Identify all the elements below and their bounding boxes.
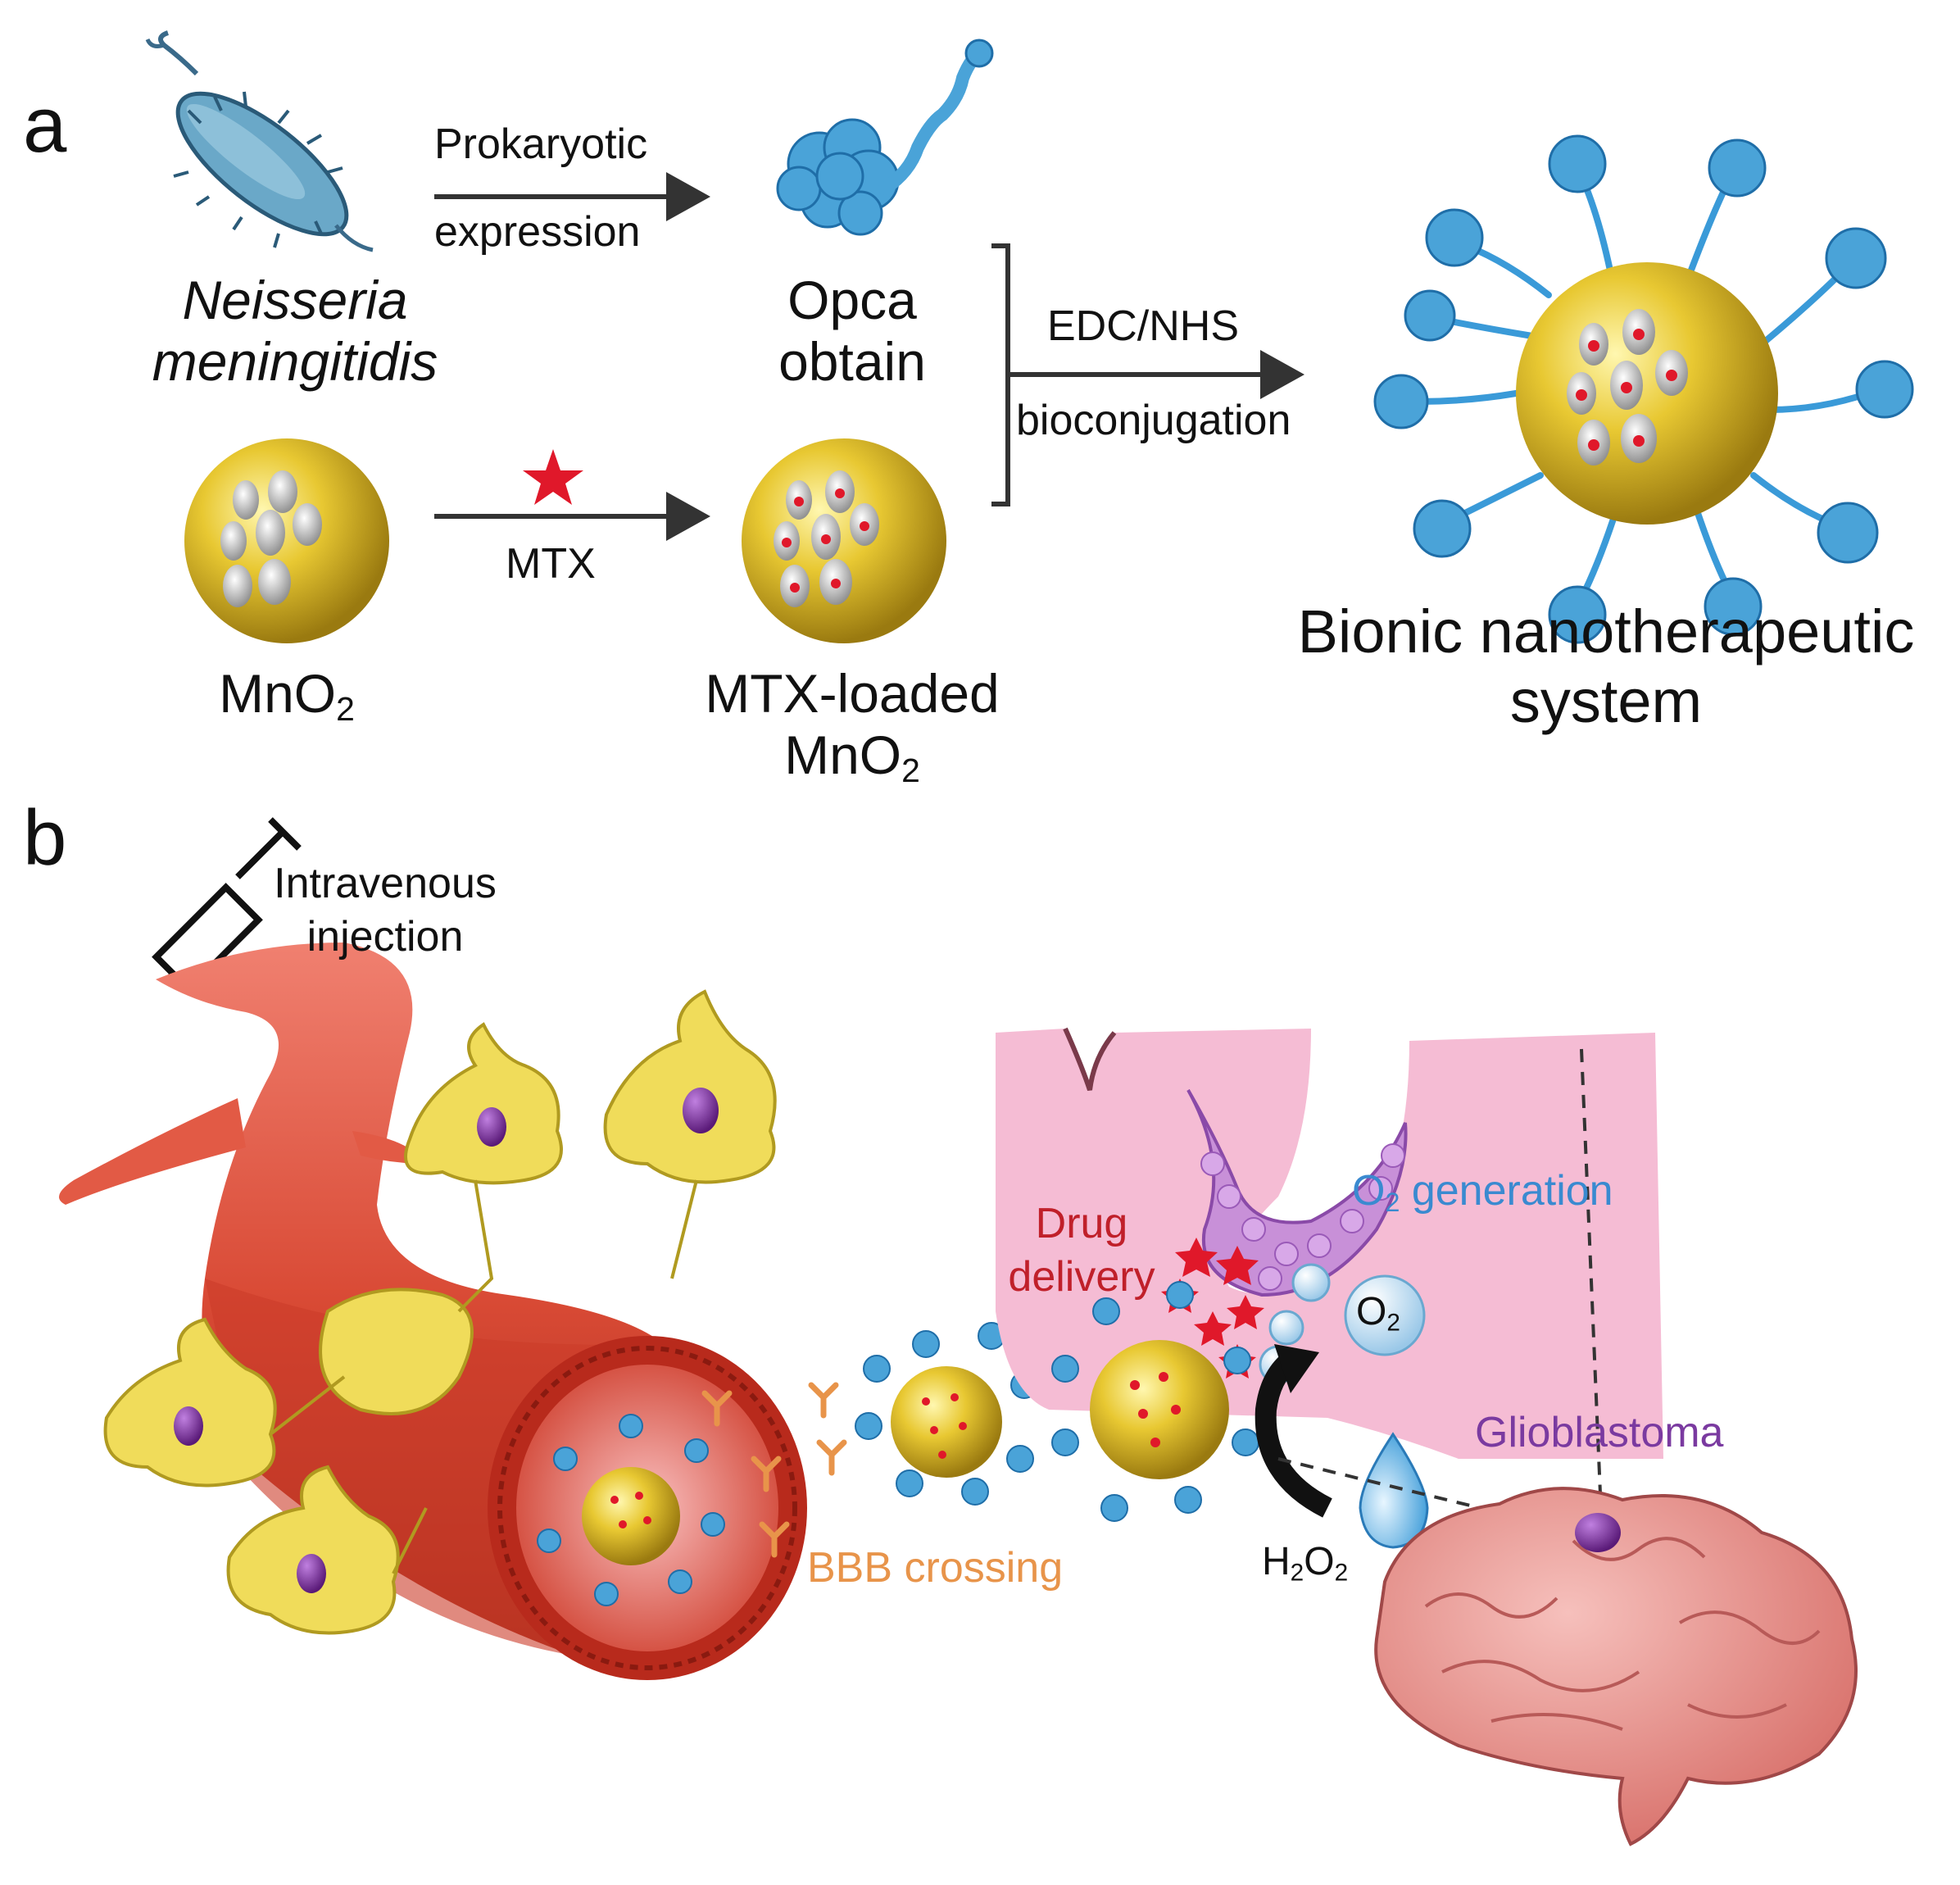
astrocytes — [103, 989, 777, 1635]
opca-protein-icon — [776, 39, 994, 236]
o2-generation-label: O2 generation — [1352, 1167, 1613, 1218]
mtx-loaded-particle — [742, 438, 946, 643]
panel-label-a: a — [23, 81, 67, 169]
o2-bubble-label: O2 — [1356, 1290, 1400, 1337]
mtx-loaded-label-line1: MTX-loaded — [705, 663, 1000, 724]
drug-delivery-label-line2: delivery — [1008, 1253, 1155, 1301]
mtx-label: MTX — [506, 540, 596, 588]
glioblastoma-label: Glioblastoma — [1475, 1409, 1724, 1456]
conjugation-label-bottom: bioconjugation — [1016, 397, 1291, 444]
drug-delivery-label-line1: Drug — [1035, 1200, 1128, 1247]
brain-illustration — [1374, 1487, 1858, 1846]
conversion-arrow — [1254, 1351, 1333, 1518]
bacterium-icon — [145, 30, 374, 252]
bionic-nanoparticle — [1373, 134, 1914, 644]
mno2-label: MnO2 — [219, 663, 355, 729]
result-label-line1: Bionic nanotherapeutic — [1297, 597, 1915, 665]
expression-label-bottom: expression — [434, 208, 641, 256]
bbb-receptors — [701, 1382, 847, 1558]
h2o2-droplet-icon — [1359, 1432, 1429, 1549]
tumor-nanoparticle — [1051, 1281, 1259, 1522]
combine-bracket — [991, 243, 1010, 506]
mno2-particle — [184, 438, 389, 643]
glioblastoma-tumor — [1575, 1513, 1621, 1552]
result-label-line2: system — [1509, 667, 1703, 735]
mtx-loaded-label-line2: MnO2 — [784, 724, 920, 790]
expression-label-top: Prokaryotic — [434, 120, 648, 168]
opca-label-line2: obtain — [778, 331, 926, 392]
bacterium-label-line1: Neisseria — [182, 270, 408, 330]
injection-label-line1: Intravenous — [274, 860, 497, 907]
crossing-nanoparticle — [855, 1322, 1038, 1506]
panel-label-b: b — [23, 794, 67, 882]
conversion-arrowhead — [1274, 1344, 1319, 1393]
vessel-nanoparticle — [537, 1414, 725, 1606]
syringe-icon — [152, 817, 302, 994]
h2o2-label: H2O2 — [1262, 1540, 1349, 1587]
bacterium-label-line2: meningitidis — [152, 331, 438, 392]
astrocyte-nuclei — [174, 1088, 719, 1593]
mtx-star-icon — [523, 449, 583, 505]
conjugation-label-top: EDC/NHS — [1047, 302, 1240, 350]
injection-label-line2: injection — [306, 913, 464, 961]
bbb-crossing-label: BBB crossing — [807, 1544, 1064, 1592]
opca-label-line1: Opca — [787, 270, 917, 330]
